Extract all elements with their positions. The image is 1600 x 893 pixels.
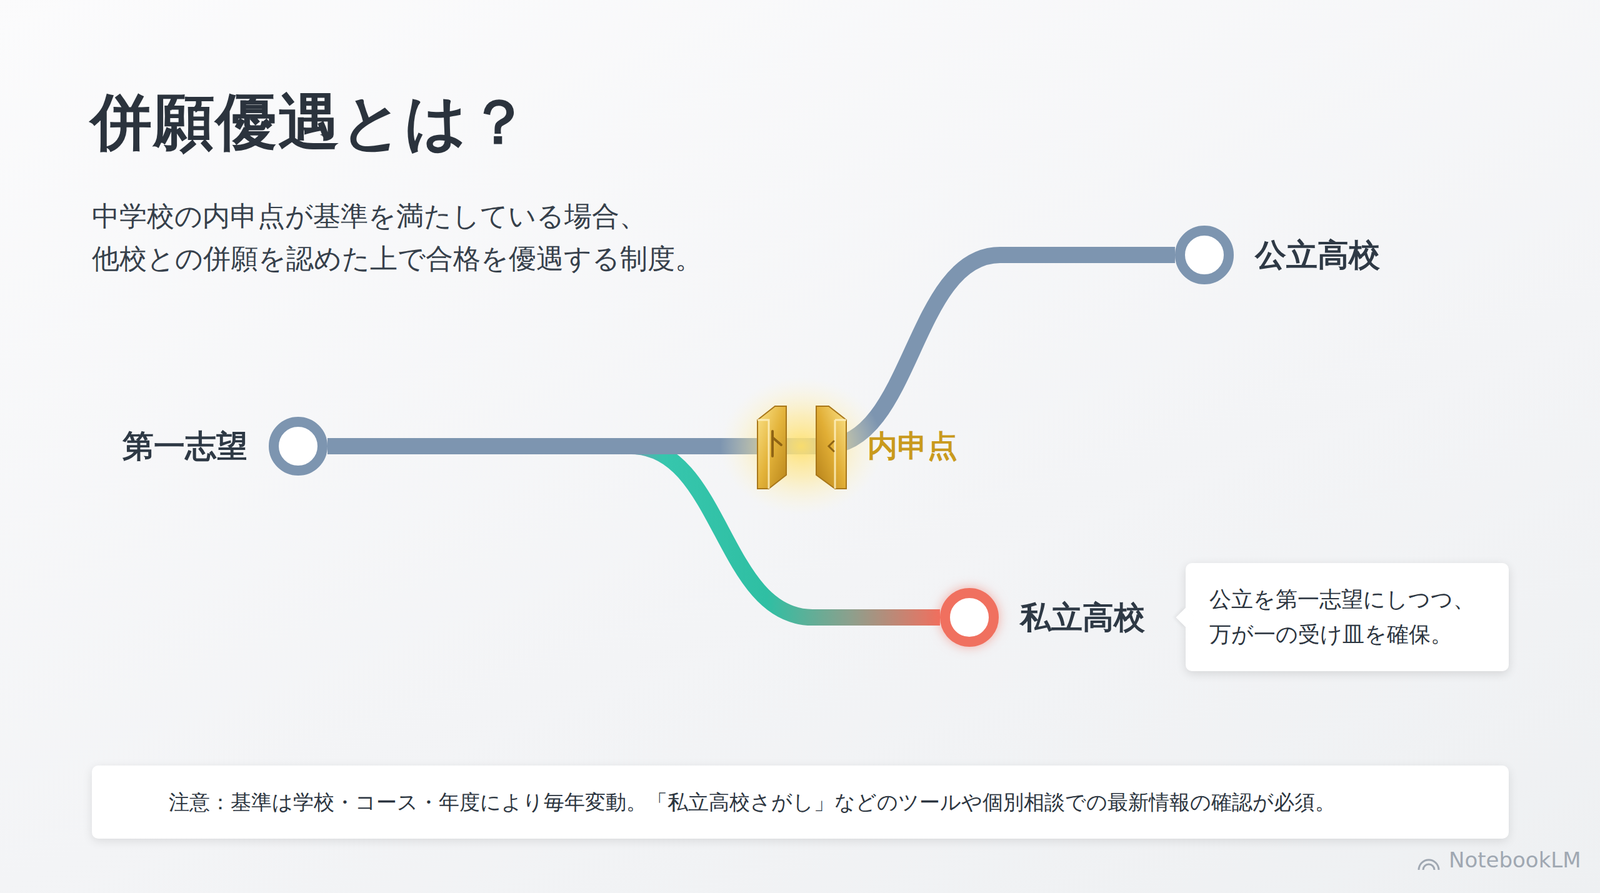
watermark-icon <box>1418 860 1439 870</box>
note-text: 注意：基準は学校・コース・年度により毎年変動。「私立高校さがし」などのツールや個… <box>168 790 1336 815</box>
station-circle: 公立高校 <box>1175 225 1234 285</box>
callout-box: 公立を第一志望にしつつ、 万が一の受け皿を確保。 <box>1185 563 1509 672</box>
station-label: 私立高校 <box>1020 598 1145 637</box>
station-circle: 私立高校 <box>940 588 999 647</box>
station-label: 公立高校 <box>1255 236 1380 274</box>
gate-symbol <box>720 377 883 515</box>
watermark-text: NotebookLM <box>1448 847 1582 874</box>
station-circle: 第一志望 <box>268 416 328 476</box>
callout-text: 公立を第一志望にしつつ、 万が一の受け皿を確保。 <box>1209 581 1490 652</box>
station-label: 第一志望 <box>122 427 248 465</box>
subtitle-text: 中学校の内申点が基準を満たしている場合、 他校との併願を認めた上で合格を優遇する… <box>91 195 811 280</box>
connector-group <box>327 255 1175 618</box>
note-bar: 注意：基準は学校・コース・年度により毎年変動。「私立高校さがし」などのツールや個… <box>91 765 1509 839</box>
gate-label: 内申点 <box>867 428 958 465</box>
title-text: 併願優遇とは？ <box>90 85 531 160</box>
